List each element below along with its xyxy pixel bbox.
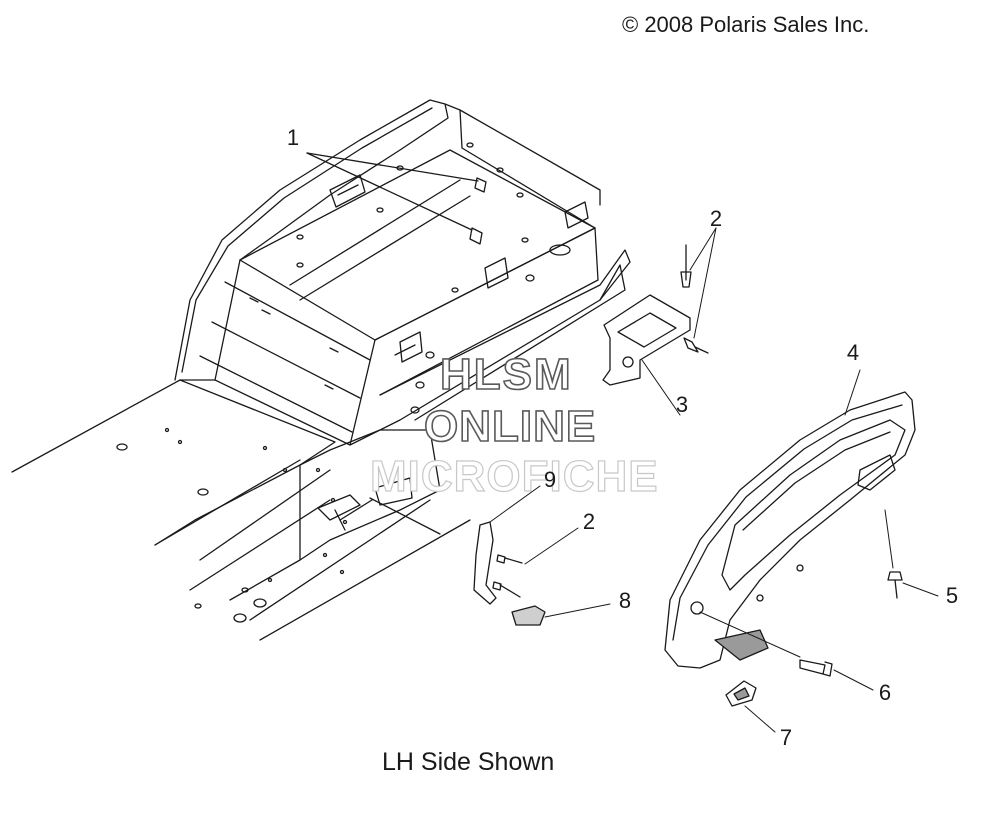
bolt-item-6 <box>699 611 874 691</box>
rivet-item-5 <box>884 509 939 599</box>
callout-6: 6 <box>878 680 892 705</box>
watermark-line-1: HLSM <box>439 349 573 400</box>
copyright-text: © 2008 Polaris Sales Inc. <box>622 12 870 37</box>
callout-4: 4 <box>846 340 860 365</box>
callout-3: 3 <box>675 392 689 417</box>
diagram-caption: LH Side Shown <box>382 748 555 776</box>
bracket-item-9 <box>473 485 541 605</box>
tunnel-assembly <box>11 379 471 641</box>
watermark-line-3: MICROFICHE <box>369 451 659 501</box>
bracket-item-3 <box>602 294 691 416</box>
screw-item-2-top <box>680 227 717 354</box>
storage-box <box>174 99 631 446</box>
callout-8: 8 <box>618 588 632 613</box>
callout-7: 7 <box>779 725 793 750</box>
cap-item-8 <box>511 603 611 626</box>
screw-item-2-lower <box>492 527 579 598</box>
clip-item-7 <box>725 680 776 733</box>
callout-1: 1 <box>286 125 300 150</box>
watermark-line-2: ONLINE <box>423 401 597 452</box>
callout-5: 5 <box>945 583 959 608</box>
callout-2-upper: 2 <box>709 206 723 231</box>
callout-2-lower: 2 <box>582 509 596 534</box>
side-panel-item-4 <box>664 369 916 669</box>
callout-9: 9 <box>543 467 557 492</box>
fastener-item-1 <box>306 152 487 245</box>
